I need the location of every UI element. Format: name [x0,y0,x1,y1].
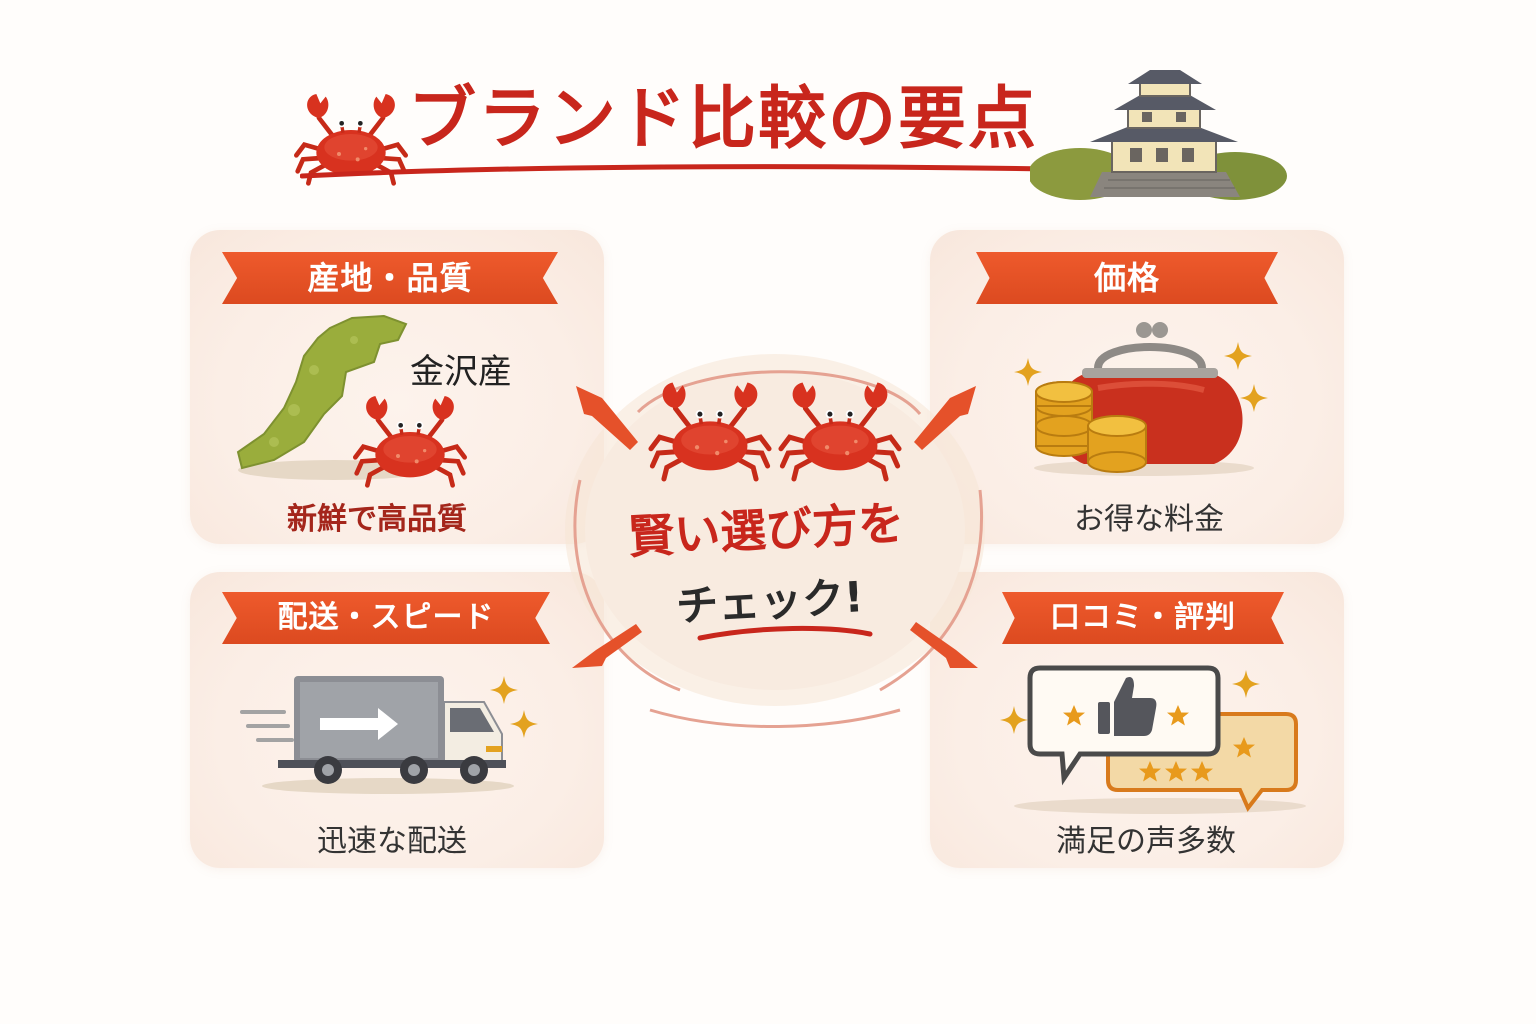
speech-bubble-icon [1000,665,1306,814]
arrow-icon [572,386,978,668]
title-underline [300,164,1100,179]
reviews-caption: 満足の声多数 [1056,824,1236,859]
ribbon-delivery: 配送・スピード [222,592,550,644]
origin-crab-icon [336,390,484,490]
origin-caption: 新鮮で高品質 [287,502,467,537]
page-title: ブランド比較の要点 [408,80,1039,159]
thumbs-up-icon [1098,677,1157,736]
castle-icon [1030,70,1287,200]
ribbon-price: 価格 [976,252,1278,304]
center-crab-icon-left [640,376,780,484]
map-label: 金沢産 [410,352,512,392]
center-heading-line2: チェック! [675,572,865,631]
delivery-caption: 迅速な配送 [317,824,467,859]
ribbon-price-label: 価格 [1093,259,1160,297]
purse-icon [1014,322,1268,476]
truck-icon [240,676,538,794]
center-crab-icon-right [770,376,910,484]
ribbon-reviews-label: 口コミ・評判 [1050,600,1236,635]
coins-icon [1035,381,1147,473]
ribbon-delivery-label: 配送・スピード [277,600,495,635]
ribbon-origin: 産地・品質 [222,252,558,304]
ribbon-origin-label: 産地・品質 [307,259,473,297]
price-caption: お得な料金 [1074,502,1224,537]
ribbon-reviews: 口コミ・評判 [1002,592,1284,644]
